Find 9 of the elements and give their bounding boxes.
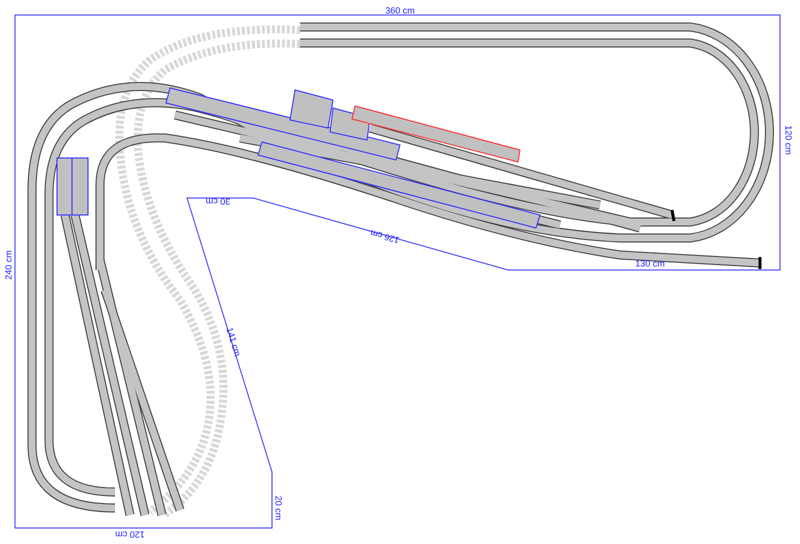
dimension-label: 360 cm [385,5,415,16]
dimension-label: 120 cm [784,125,794,155]
dimension-label: 126 cm [369,228,400,246]
dimension-label: 30 cm [206,196,230,207]
dimension-label: 20 cm [274,496,284,520]
dimension-label: 141 cm [224,326,243,358]
dimension-label: 240 cm [3,250,14,280]
dimension-label: 130 cm [635,258,665,268]
dimension-label: 120 cm [115,530,145,540]
